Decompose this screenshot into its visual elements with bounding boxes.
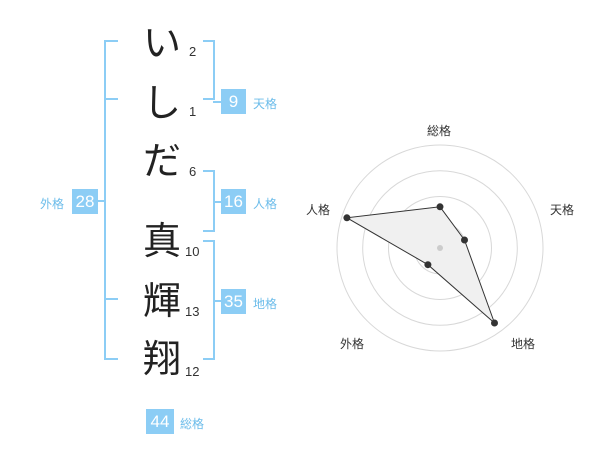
stroke-count-3: 6 <box>189 164 197 179</box>
radar-center <box>437 245 443 251</box>
chikaku-label: 地格 <box>253 297 278 311</box>
radar-point-2 <box>461 236 468 244</box>
stroke-count-1: 2 <box>189 44 197 59</box>
stroke-count-6: 12 <box>185 364 200 379</box>
radar-ring <box>388 196 492 300</box>
tenkaku-label: 天格 <box>253 97 278 111</box>
name-char-1: い <box>142 21 181 65</box>
jinkaku-value: 16 <box>221 189 246 214</box>
radar-point-5 <box>343 214 351 222</box>
radar-label-gaikaku: 外格 <box>340 337 365 351</box>
gaikaku-value: 28 <box>72 189 98 214</box>
name-char-3: だ <box>142 139 181 183</box>
radar-ring <box>362 170 518 326</box>
chikaku-value: 35 <box>221 289 246 314</box>
radar-label-tenkaku: 天格 <box>550 203 575 217</box>
radar-label-chikaku: 地格 <box>511 337 536 351</box>
stroke-count-5: 13 <box>185 304 200 319</box>
soukaku-value: 44 <box>146 409 174 434</box>
jinkaku-label: 人格 <box>253 197 278 211</box>
name-char-4: 真 <box>142 219 181 263</box>
name-char-5: 輝 <box>142 279 181 323</box>
name-char-6: 翔 <box>142 337 181 381</box>
radar-polygon <box>345 206 495 324</box>
stroke-count-2: 1 <box>189 104 197 119</box>
gaikaku-label: 外格 <box>40 197 65 211</box>
name-char-2: し <box>142 81 181 125</box>
tenkaku-value: 9 <box>221 89 246 114</box>
radar-point-3 <box>491 319 498 327</box>
radar-label-soukaku: 総格 <box>427 124 452 138</box>
soukaku-label: 総格 <box>180 417 205 431</box>
stroke-count-4: 10 <box>185 244 200 259</box>
radar-point-4 <box>424 261 432 269</box>
radar-ring <box>336 144 544 352</box>
radar-label-jinkaku: 人格 <box>306 203 331 217</box>
radar-point-1 <box>436 203 444 211</box>
